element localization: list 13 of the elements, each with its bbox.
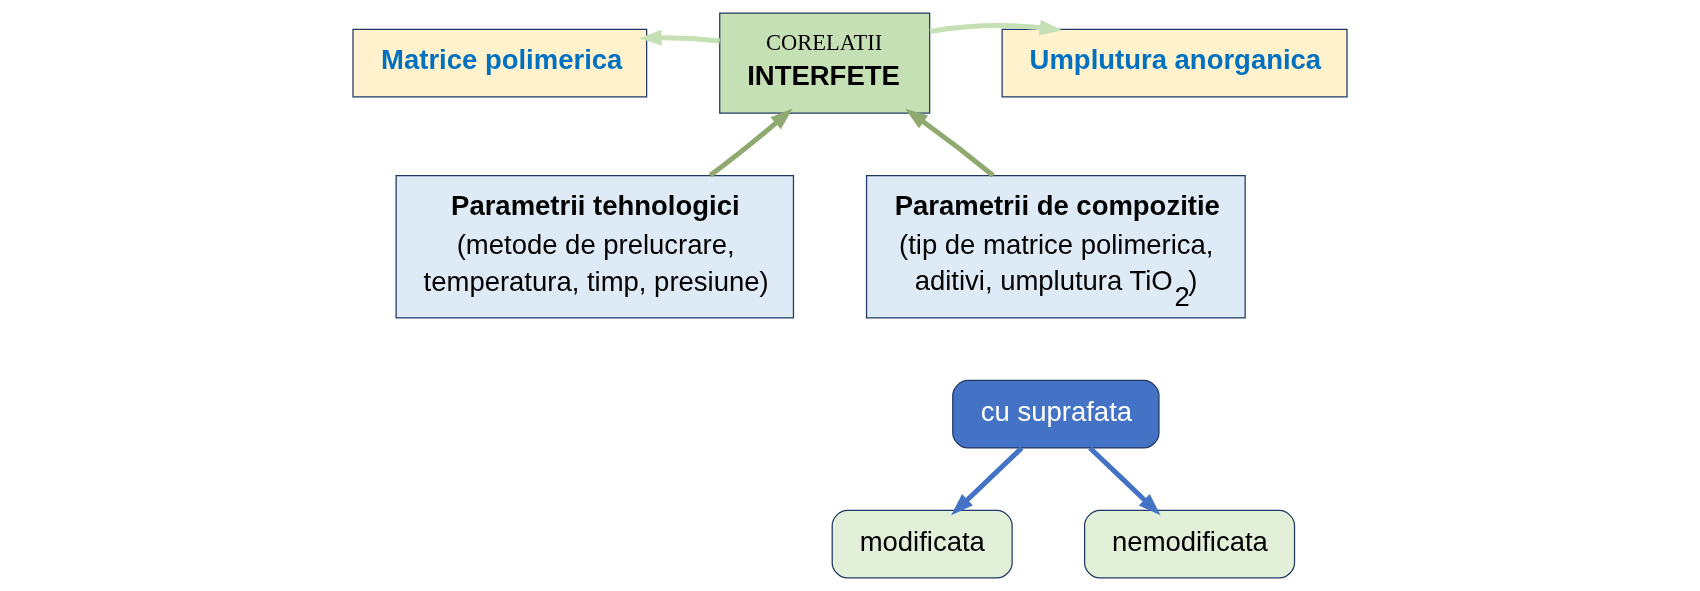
arrow <box>639 29 720 46</box>
node-box: Matrice polimerica <box>352 28 648 98</box>
node-box: Umplutura anorganica <box>1001 28 1348 98</box>
arrow <box>951 446 1024 516</box>
arrow <box>708 108 793 178</box>
arrow <box>905 108 995 178</box>
node-box: CORELATII INTERFETE <box>719 12 931 114</box>
node-box: Parametrii tehnologici (metode de prelucrare, temperatura, timp, presiune) <box>395 174 795 319</box>
arrow <box>929 19 1063 36</box>
arrow <box>1088 446 1161 516</box>
node-box: cu suprafata <box>952 379 1160 449</box>
node-box: nemodificata <box>1083 509 1296 579</box>
node-box: modificata <box>831 509 1013 579</box>
